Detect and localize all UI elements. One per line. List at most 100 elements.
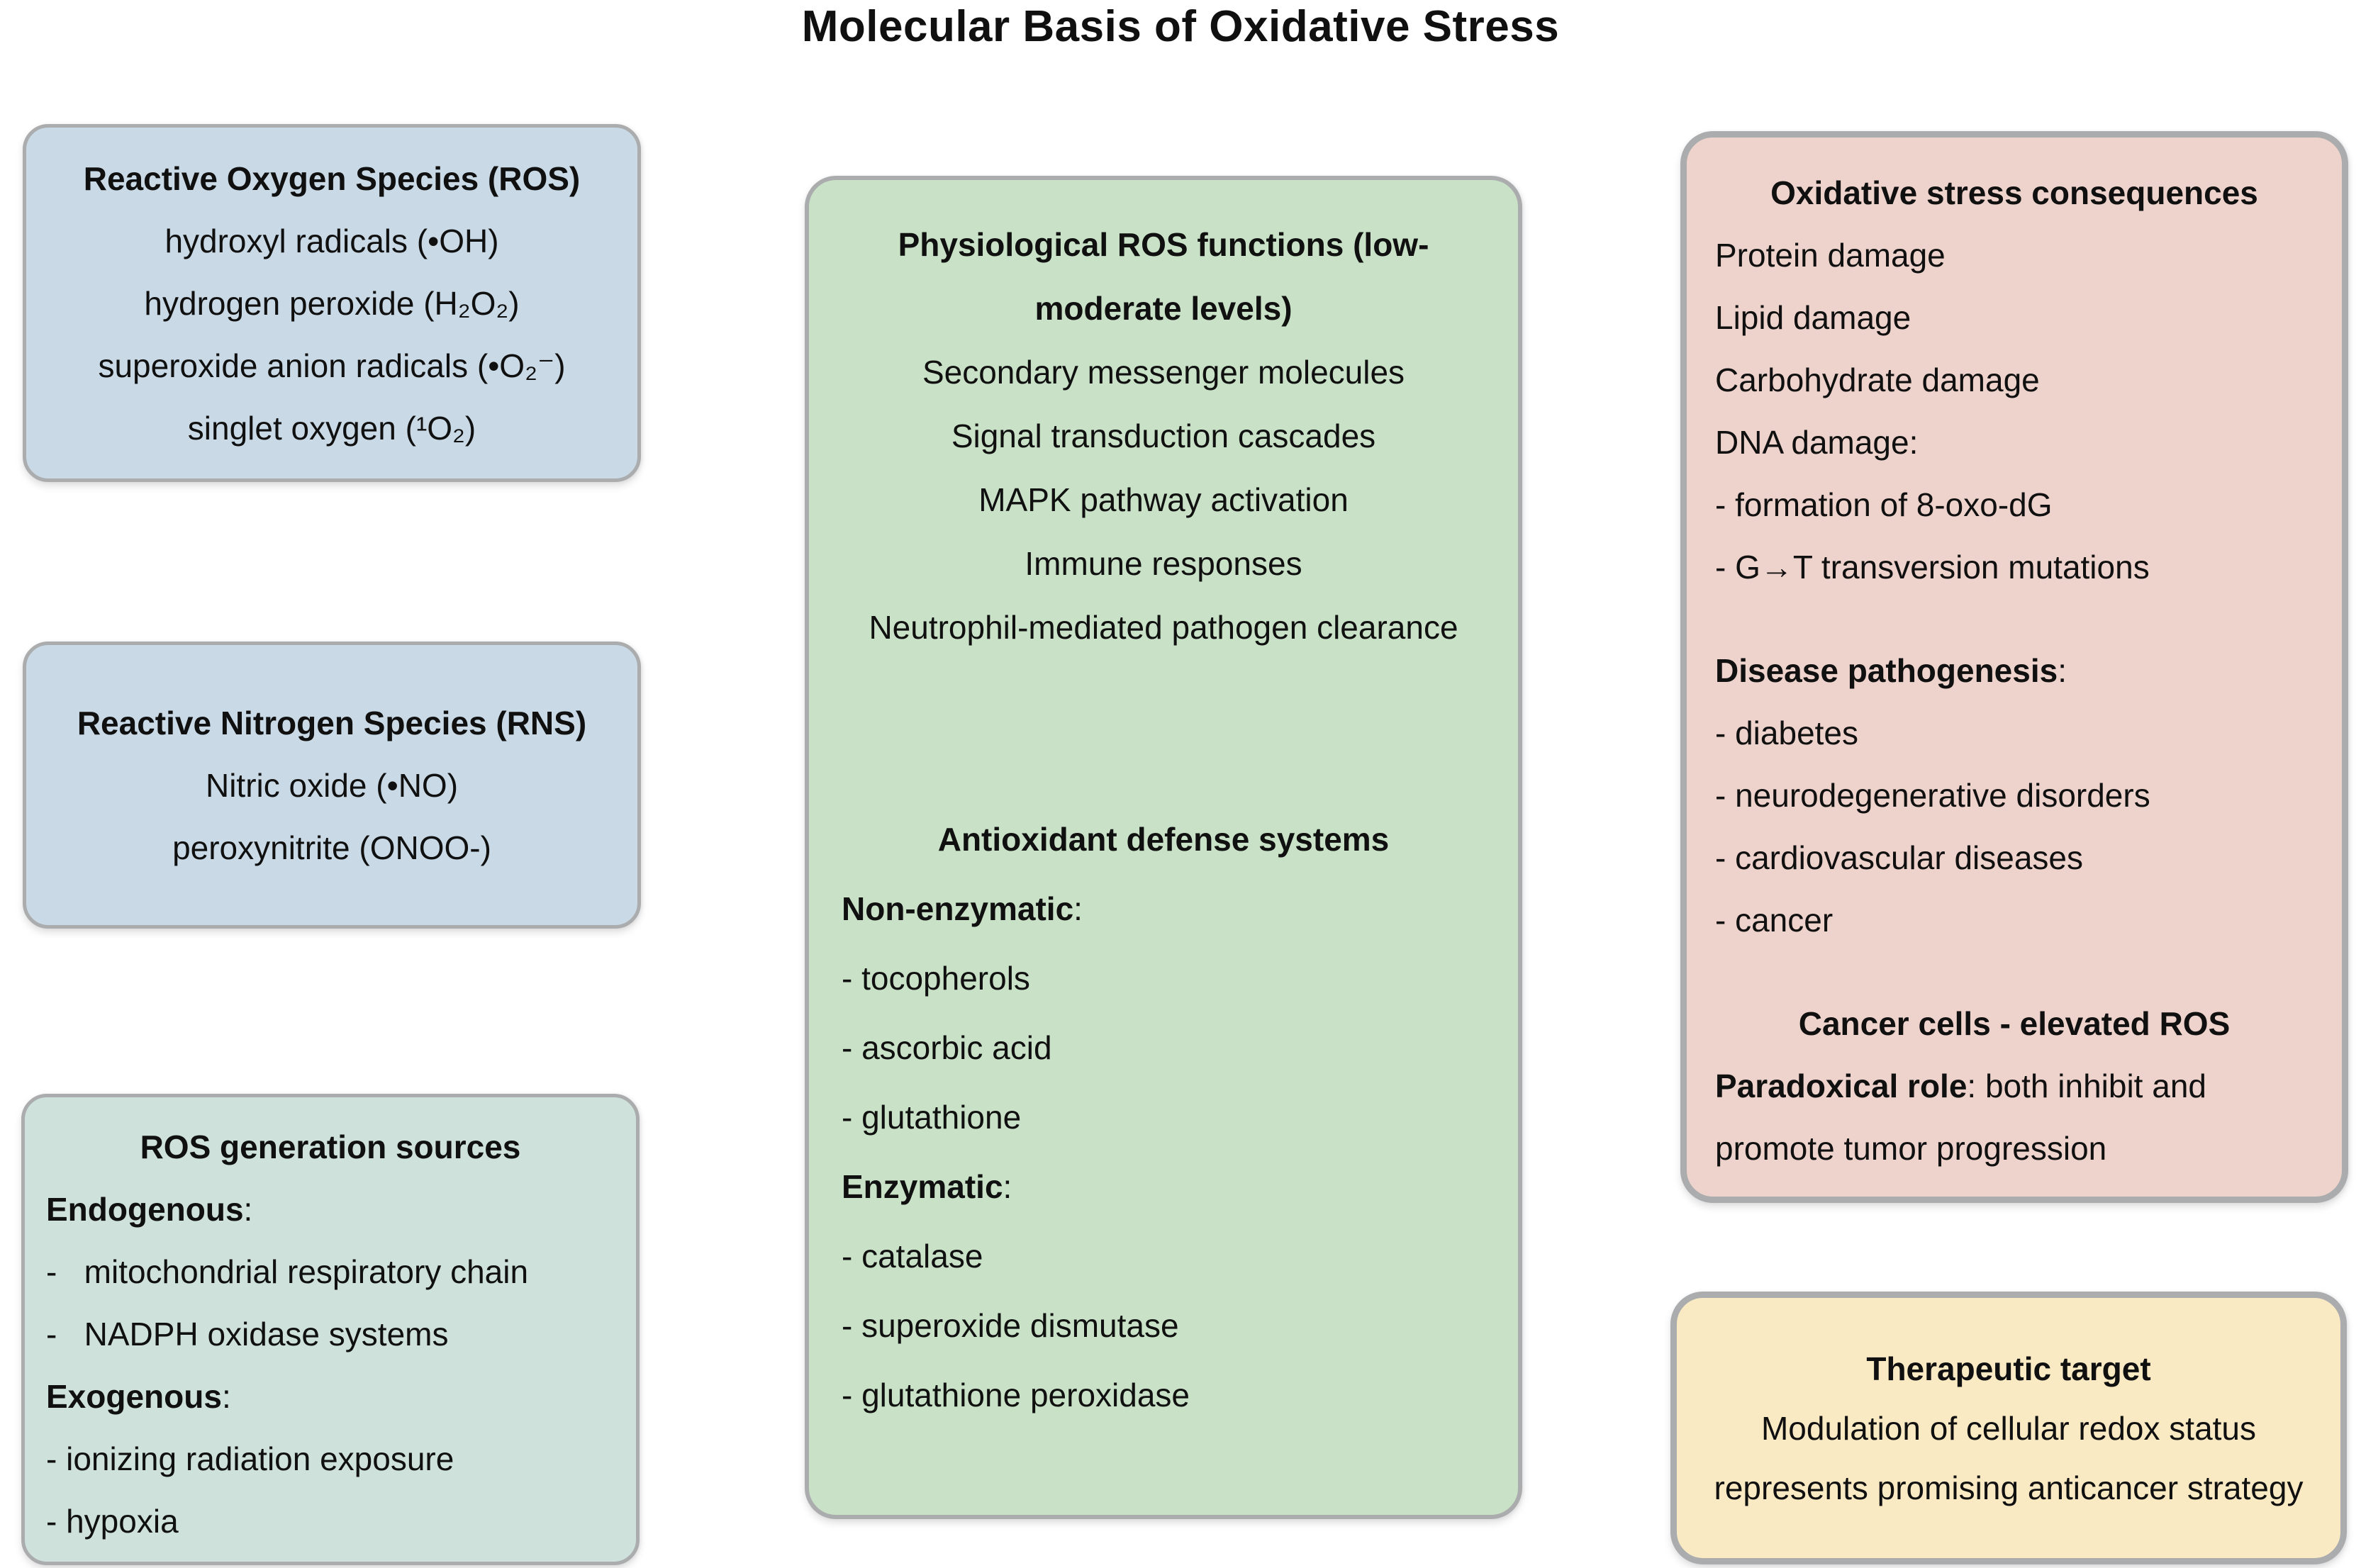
- box-section: Disease pathogenesis: - diabetes - neurode…: [1715, 639, 2313, 951]
- box-heading: Reactive Nitrogen Species (RNS): [50, 692, 613, 754]
- text-line: - catalase: [842, 1221, 1485, 1291]
- text-line: superoxide anion radicals (•O₂⁻): [50, 335, 613, 397]
- box-heading: Physiological ROS functions (low-moderat…: [842, 213, 1485, 340]
- text-line: peroxynitrite (ONOO-): [50, 817, 613, 879]
- regular-text: Protein damage: [1715, 237, 1946, 274]
- box-heading: Oxidative stress consequences: [1715, 162, 2313, 224]
- regular-text: - ionizing radiation exposure: [46, 1440, 454, 1477]
- text-line: - mitochondrial respiratory chain: [46, 1241, 615, 1303]
- text-line: hydrogen peroxide (H₂O₂): [50, 272, 613, 335]
- regular-text: :: [221, 1378, 231, 1415]
- text-line: Immune responses: [842, 532, 1485, 595]
- bold-text: Disease pathogenesis: [1715, 652, 2058, 689]
- text-line: hydroxyl radicals (•OH): [50, 210, 613, 272]
- bold-text: Exogenous: [46, 1378, 222, 1415]
- regular-text: Signal transduction cascades: [951, 418, 1376, 454]
- bold-text: Antioxidant defense systems: [937, 821, 1390, 858]
- bold-text: ROS generation sources: [140, 1129, 521, 1165]
- reactive-nitrogen-species-box: Reactive Nitrogen Species (RNS) Nitric ox…: [23, 642, 641, 929]
- regular-text: - G→T transversion mutations: [1715, 549, 2150, 586]
- text-line: - ascorbic acid: [842, 1013, 1485, 1082]
- text-line: - glutathione peroxidase: [842, 1360, 1485, 1430]
- bold-text: Non-enzymatic: [842, 890, 1074, 927]
- regular-text: DNA damage:: [1715, 424, 1919, 461]
- regular-text: - NADPH oxidase systems: [46, 1316, 449, 1353]
- regular-text: - cardiovascular diseases: [1715, 839, 2084, 876]
- bold-text: Therapeutic target: [1866, 1350, 2151, 1387]
- regular-text: :: [1073, 890, 1083, 927]
- bold-text: Oxidative stress consequences: [1770, 174, 2258, 211]
- regular-text: Secondary messenger molecules: [922, 354, 1405, 391]
- regular-text: Immune responses: [1025, 545, 1302, 582]
- text-line: Protein damage: [1715, 224, 2313, 286]
- text-line: Carbohydrate damage: [1715, 349, 2313, 411]
- regular-text: superoxide anion radicals (•O₂⁻): [98, 347, 566, 384]
- box-section: Physiological ROS functions (low-moderat…: [842, 213, 1485, 659]
- text-line: singlet oxygen (¹O₂): [50, 397, 613, 459]
- regular-text: - formation of 8-oxo-dG: [1715, 486, 2053, 523]
- text-line: - hypoxia: [46, 1490, 615, 1552]
- box-section: Reactive Nitrogen Species (RNS) Nitric ox…: [50, 692, 613, 879]
- text-line: - G→T transversion mutations: [1715, 536, 2313, 598]
- text-line: - tocopherols: [842, 943, 1485, 1013]
- regular-text: - superoxide dismutase: [842, 1307, 1179, 1344]
- regular-text: singlet oxygen (¹O₂): [187, 409, 476, 447]
- text-line: Lipid damage: [1715, 286, 2313, 349]
- regular-text: Neutrophil-mediated pathogen clearance: [869, 609, 1458, 646]
- regular-text: :: [243, 1191, 253, 1228]
- regular-text: peroxynitrite (ONOO-): [172, 829, 491, 866]
- bold-text: Enzymatic: [842, 1168, 1003, 1205]
- box-heading: Cancer cells - elevated ROS: [1715, 992, 2313, 1055]
- regular-text: - ascorbic acid: [842, 1029, 1052, 1066]
- regular-text: Modulation of cellular redox status repr…: [1714, 1409, 2304, 1506]
- text-line: - neurodegenerative disorders: [1715, 764, 2313, 827]
- bold-text: Reactive Nitrogen Species (RNS): [77, 704, 587, 741]
- text-line: Nitric oxide (•NO): [50, 754, 613, 817]
- text-line: Secondary messenger molecules: [842, 340, 1485, 404]
- regular-text: Lipid damage: [1715, 299, 1911, 336]
- regular-text: Carbohydrate damage: [1715, 362, 2040, 398]
- regular-text: - neurodegenerative disorders: [1715, 777, 2150, 814]
- box-heading: Therapeutic target: [1705, 1339, 2312, 1399]
- regular-text: :: [2058, 652, 2067, 689]
- regular-text: - glutathione: [842, 1099, 1022, 1136]
- reactive-oxygen-species-box: Reactive Oxygen Species (ROS) hydroxyl ra…: [23, 124, 641, 482]
- page-title: Molecular Basis of Oxidative Stress: [801, 2, 1560, 51]
- text-line: - NADPH oxidase systems: [46, 1303, 615, 1365]
- regular-text: - cancer: [1715, 902, 1833, 939]
- box-heading: Antioxidant defense systems: [842, 805, 1485, 874]
- text-line: - glutathione: [842, 1082, 1485, 1152]
- bold-text: Reactive Oxygen Species (ROS): [83, 159, 581, 197]
- text-line: Endogenous:: [46, 1178, 615, 1241]
- text-line: - cancer: [1715, 889, 2313, 951]
- bold-text: Endogenous: [46, 1191, 244, 1228]
- text-line: Exogenous:: [46, 1365, 615, 1428]
- box-heading: ROS generation sources: [46, 1116, 615, 1178]
- box-section: Cancer cells - elevated ROS Paradoxical r…: [1715, 992, 2313, 1180]
- text-line: - diabetes: [1715, 702, 2313, 764]
- regular-text: - tocopherols: [842, 960, 1030, 997]
- regular-text: Nitric oxide (•NO): [205, 766, 459, 804]
- regular-text: : both inhibit and promote tumor progres…: [1715, 1068, 2206, 1167]
- bold-text: Cancer cells - elevated ROS: [1798, 1005, 2231, 1042]
- text-line: Neutrophil-mediated pathogen clearance: [842, 595, 1485, 659]
- regular-text: hydrogen peroxide (H₂O₂): [144, 284, 520, 322]
- regular-text: :: [1003, 1168, 1012, 1205]
- text-line: Non-enzymatic:: [842, 874, 1485, 943]
- regular-text: - hypoxia: [46, 1503, 179, 1540]
- text-line: - cardiovascular diseases: [1715, 827, 2313, 889]
- bold-text: Paradoxical role: [1715, 1068, 1968, 1104]
- box-heading: Reactive Oxygen Species (ROS): [50, 147, 613, 210]
- regular-text: MAPK pathway activation: [978, 481, 1349, 518]
- text-line: MAPK pathway activation: [842, 468, 1485, 532]
- regular-text: - diabetes: [1715, 715, 1859, 751]
- text-line: - formation of 8-oxo-dG: [1715, 474, 2313, 536]
- text-line: Paradoxical role: both inhibit and promo…: [1715, 1055, 2313, 1180]
